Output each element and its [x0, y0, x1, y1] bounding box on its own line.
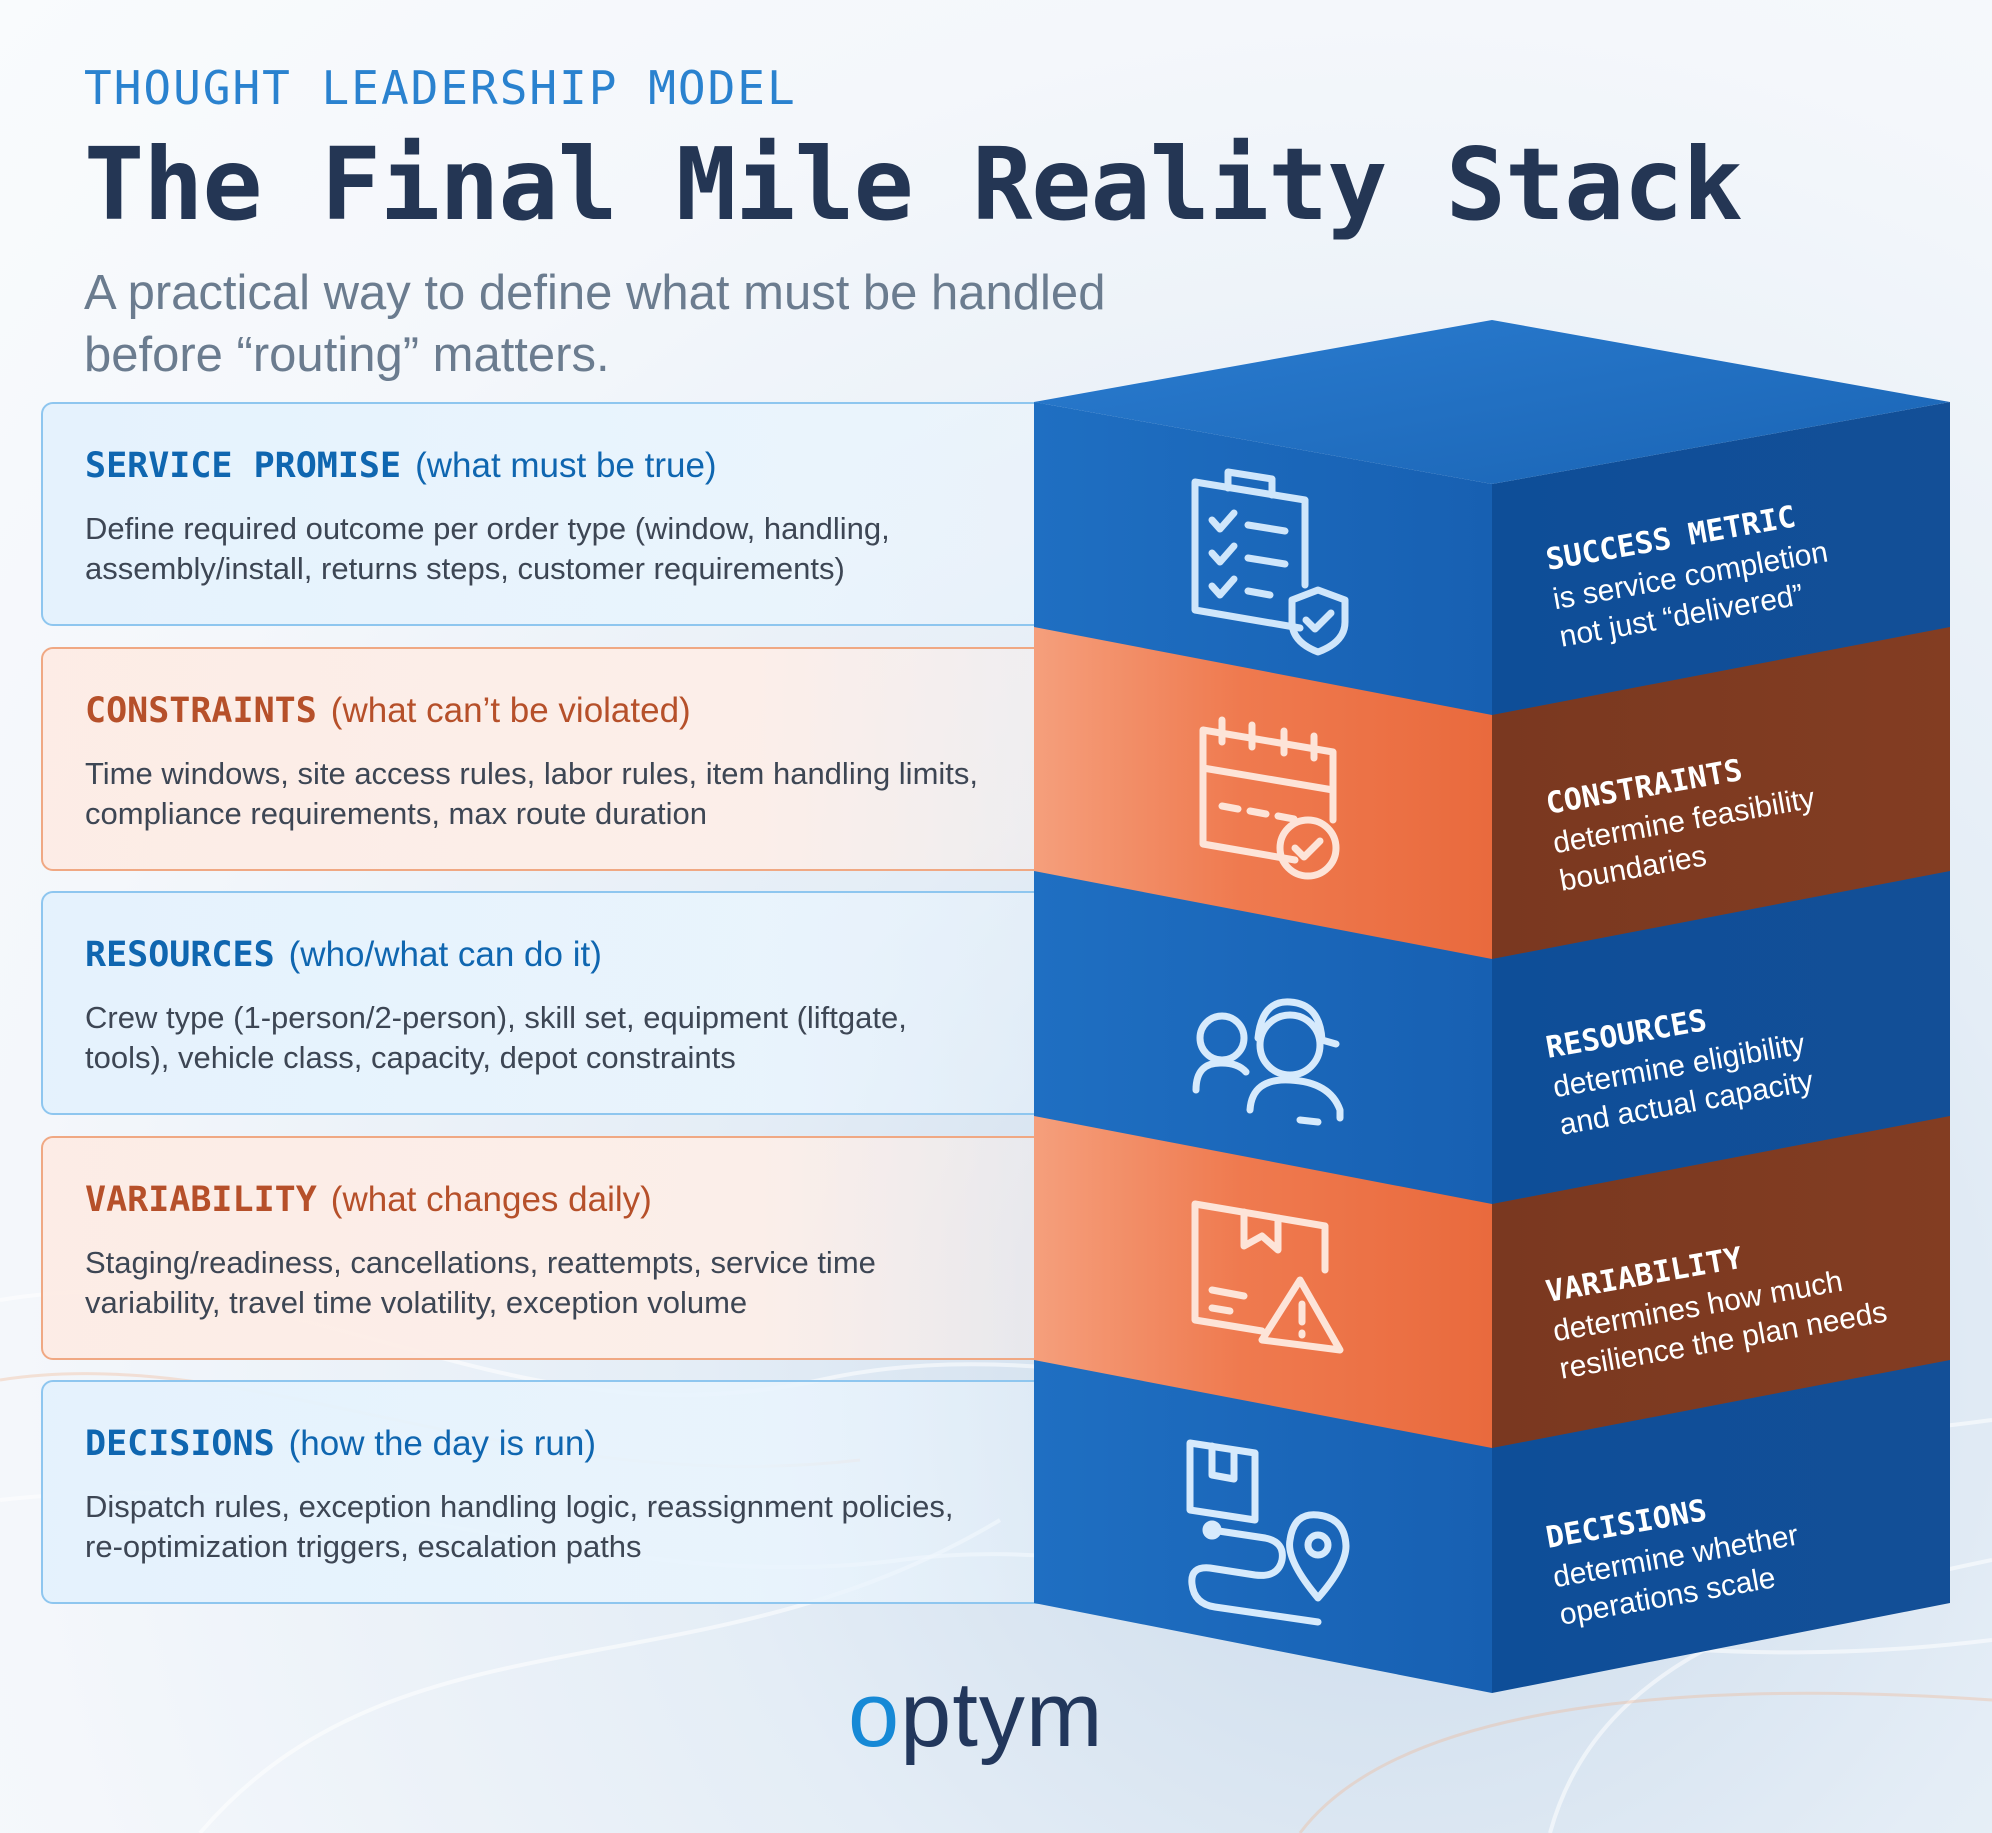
layer-side-face: [1492, 402, 1950, 715]
card-service-promise: SERVICE PROMISE (what must be true) Defin…: [41, 402, 1071, 626]
layer-side-face: [1492, 861, 1950, 1204]
card-body: Time windows, site access rules, labor r…: [85, 756, 979, 831]
layer-side-face: [1492, 617, 1950, 959]
stack-layer-constraints: [1034, 617, 1950, 959]
workers-icon: [1192, 998, 1344, 1126]
page-subtitle: A practical way to define what must be h…: [84, 266, 1106, 382]
header: THOUGHT LEADERSHIP MODEL The Final Mile …: [84, 58, 1743, 386]
card-resources: RESOURCES (who/what can do it) Crew type …: [41, 891, 1071, 1115]
clipboard-shield-icon: [1191, 468, 1349, 656]
eyebrow-label: THOUGHT LEADERSHIP MODEL: [84, 61, 797, 115]
card-body: Staging/readiness, cancellations, reatte…: [85, 1245, 876, 1320]
card-subtitle: (what must be true): [415, 446, 717, 485]
card-subtitle: (what can’t be violated): [330, 691, 691, 730]
stack-top-face: [1034, 320, 1950, 484]
layer-front-face: [1034, 1106, 1492, 1448]
card-body: Crew type (1-person/2-person), skill set…: [85, 1000, 907, 1075]
card-decisions: DECISIONS (how the day is run) Dispatch r…: [41, 1380, 1071, 1604]
card-subtitle: (what changes daily): [330, 1180, 652, 1219]
card-constraints: CONSTRAINTS (what can’t be violated) Time…: [41, 647, 1071, 871]
card-label: RESOURCES: [85, 935, 275, 975]
logo-wordmark: ptym: [900, 1664, 1104, 1766]
optym-logo: optym: [848, 1660, 1104, 1770]
layer-front-face: [1034, 617, 1492, 959]
route-pin-icon: [1186, 1439, 1350, 1626]
card-body: Dispatch rules, exception handling logic…: [85, 1489, 954, 1564]
logo-mark: o: [848, 1664, 901, 1766]
card-subtitle: (how the day is run): [288, 1424, 597, 1463]
stack-layer-variability: [1034, 1106, 1950, 1448]
layer-side-face: [1492, 1106, 1950, 1448]
card-subtitle: (who/what can do it): [288, 935, 602, 974]
card-label: DECISIONS: [85, 1424, 275, 1464]
card-variability: VARIABILITY (what changes daily) Staging/…: [41, 1136, 1071, 1360]
layer-front-face: [1034, 1350, 1492, 1693]
card-label: SERVICE PROMISE: [85, 446, 402, 486]
package-warning-icon: [1191, 1200, 1344, 1354]
stack-layer-decisions: [1034, 1350, 1950, 1693]
layer-side-face: [1492, 1350, 1950, 1693]
calendar-check-icon: [1199, 716, 1340, 880]
card-label: VARIABILITY: [85, 1180, 317, 1220]
page-title: The Final Mile Reality Stack: [84, 126, 1743, 243]
card-label: CONSTRAINTS: [85, 691, 317, 731]
card-body: Define required outcome per order type (…: [85, 511, 890, 586]
